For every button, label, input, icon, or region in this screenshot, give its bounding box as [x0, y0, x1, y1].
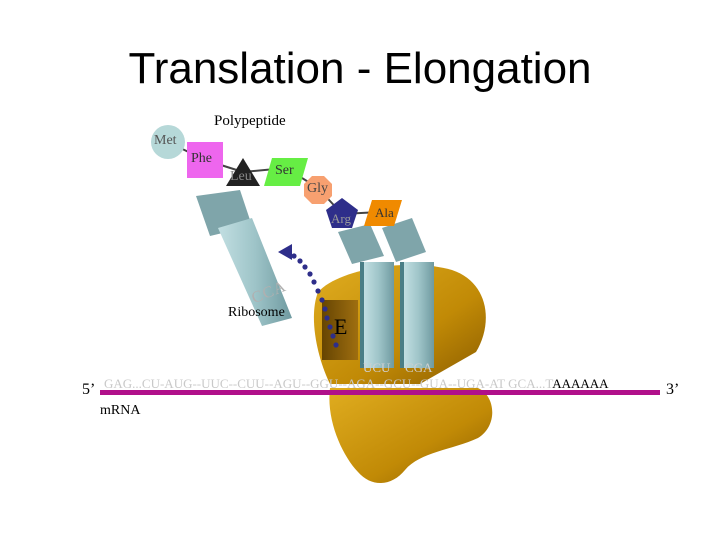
aa-label-arg: Arg — [331, 211, 351, 226]
exit-arrowhead — [278, 244, 292, 260]
aa-label-ala: Ala — [375, 205, 394, 220]
aa-gly-shape — [304, 176, 332, 204]
ribosome-small-subunit — [329, 388, 493, 484]
aa-label-phe: Phe — [191, 151, 212, 166]
dotted-exit-path — [291, 253, 339, 348]
aa-met-shape — [151, 125, 185, 159]
e-site-pocket — [322, 300, 358, 360]
aa-arg-shape — [326, 198, 358, 228]
ribosome-label: Ribosome — [228, 305, 285, 320]
polypeptide-label: Polypeptide — [214, 113, 286, 129]
slide-title: Translation - Elongation — [128, 44, 592, 93]
three-prime-label: 3’ — [666, 381, 680, 398]
aa-ser-shape — [264, 158, 308, 186]
aa-label-ser: Ser — [275, 163, 294, 178]
p-site-trna — [338, 224, 394, 368]
exiting-trna — [196, 190, 292, 326]
anticodon-a: CGA — [405, 360, 433, 375]
a-site-trna — [382, 218, 434, 368]
mrna-sequence-polya: AAAAAA — [552, 376, 609, 391]
mrna-sequence: GAG...CU-AUG--UUC--CUU--AGU--GGU--AGA--G… — [104, 376, 609, 392]
e-site-label: E — [334, 314, 348, 339]
mrna-sequence-coding: GAG...CU-AUG--UUC--CUU--AGU--GGU--AGA--G… — [104, 376, 553, 391]
mrna-label: mRNA — [100, 403, 141, 418]
aa-ala-shape — [364, 200, 402, 226]
polypeptide-chain — [151, 125, 402, 228]
mrna-strand — [100, 390, 660, 395]
five-prime-label: 5’ — [82, 381, 96, 398]
aa-label-leu: Leu — [230, 169, 252, 184]
aa-phe-shape — [187, 142, 223, 178]
aa-leu-shape — [226, 158, 260, 186]
aa-label-gly: Gly — [307, 181, 328, 196]
aa-label-met: Met — [154, 133, 177, 148]
anticodon-p: UCU — [363, 360, 391, 375]
